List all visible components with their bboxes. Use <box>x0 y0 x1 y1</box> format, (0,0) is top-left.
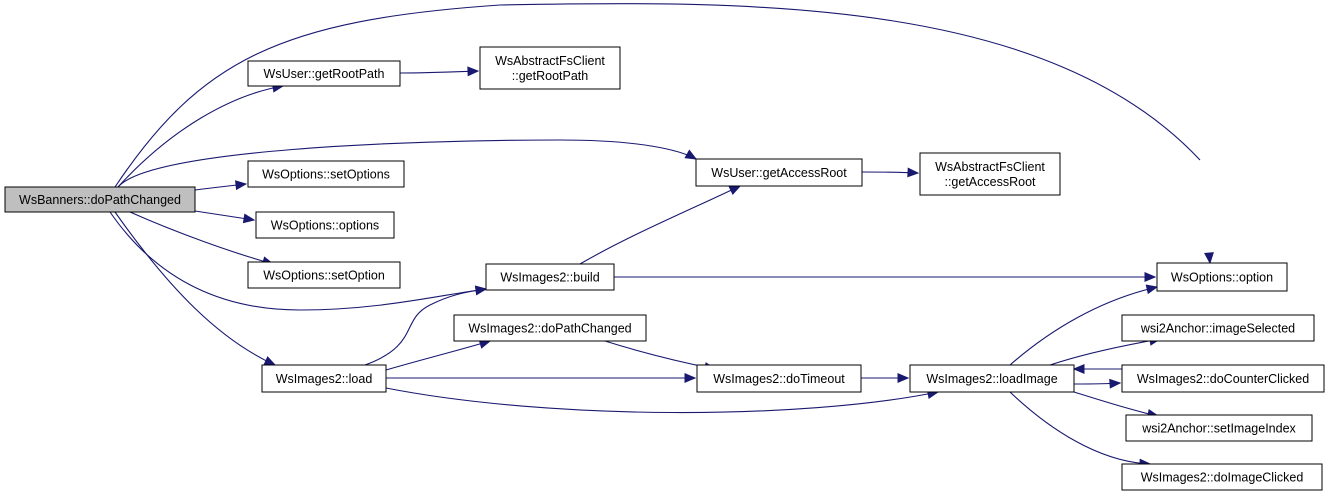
node-label: WsBanners::doPathChanged <box>19 193 181 207</box>
edge-load-image-to-set-image-index <box>1073 391 1159 417</box>
node-label: ::getRootPath <box>512 69 588 83</box>
node-afs-get-access-root[interactable]: WsAbstractFsClient::getAccessRoot <box>919 152 1061 196</box>
node-label: WsOptions::options <box>271 219 379 233</box>
edge-get-root-path-to-afs-get-root-path <box>399 70 479 74</box>
node-label: wsi2Anchor::imageSelected <box>1140 322 1295 336</box>
edge-root-to-load <box>114 211 276 366</box>
node-get-root-path[interactable]: WsUser::getRootPath <box>247 60 401 87</box>
arrowhead-root-to-get-access-root <box>684 149 698 160</box>
node-label: WsAbstractFsClient <box>495 54 605 68</box>
node-box <box>695 158 863 187</box>
arrowhead-load-to-build <box>474 285 488 296</box>
node-label: WsOptions::option <box>1171 271 1273 285</box>
node-label: WsImages2::doImageClicked <box>1141 471 1304 485</box>
arrowhead-get-access-root-to-afs-get-access-root <box>907 167 920 178</box>
node-label: WsUser::getRootPath <box>264 67 385 81</box>
edge-root-to-option <box>114 3 1201 188</box>
node-box <box>1121 463 1323 491</box>
node-label: WsAbstractFsClient <box>935 160 1045 174</box>
node-label: WsUser::getAccessRoot <box>711 166 847 180</box>
arrowhead-build-to-option <box>1144 272 1157 282</box>
edge-root-to-get-access-root <box>117 139 697 188</box>
node-box <box>247 160 405 188</box>
node-box <box>1121 314 1315 342</box>
node-box <box>247 60 401 87</box>
arrowhead-root-to-options <box>242 213 256 224</box>
node-box <box>919 152 1061 196</box>
node-label: WsImages2::doPathChanged <box>468 322 631 336</box>
edge-build-to-get-access-root <box>579 185 741 265</box>
node-box <box>4 186 196 213</box>
node-build[interactable]: WsImages2::build <box>485 263 615 291</box>
arrowhead-do-counter-clicked-to-load-image <box>1072 364 1085 374</box>
node-box <box>1121 364 1325 393</box>
node-root[interactable]: WsBanners::doPathChanged <box>4 186 196 213</box>
edges-layer <box>109 3 1214 469</box>
arrowhead-load-image-to-do-counter-clicked <box>1109 378 1122 389</box>
edge-root-to-build <box>109 211 487 311</box>
edge-load-image-to-image-selected <box>1049 338 1161 366</box>
node-box <box>479 46 621 90</box>
arrowhead-get-root-path-to-afs-get-root-path <box>467 66 480 77</box>
node-label: WsOptions::setOption <box>263 269 385 283</box>
node-get-access-root[interactable]: WsUser::getAccessRoot <box>695 158 863 187</box>
node-box <box>1125 414 1313 442</box>
node-box <box>909 364 1075 393</box>
edge-load-to-img-do-path-changed <box>385 340 491 371</box>
node-box <box>696 364 862 393</box>
node-do-image-clicked[interactable]: WsImages2::doImageClicked <box>1121 463 1323 491</box>
arrowhead-root-to-option <box>1204 252 1214 265</box>
node-do-counter-clicked[interactable]: WsImages2::doCounterClicked <box>1121 364 1325 393</box>
node-label: WsOptions::setOptions <box>262 168 390 182</box>
arrowhead-build-to-get-access-root <box>728 185 742 196</box>
arrowhead-do-timeout-to-load-image <box>897 373 910 383</box>
edge-load-to-load-image <box>385 387 939 414</box>
nodes-layer: WsBanners::doPathChanged WsUser::getRootP… <box>4 46 1325 491</box>
node-box <box>1156 262 1288 292</box>
node-option[interactable]: WsOptions::option <box>1156 262 1288 292</box>
edge-root-to-set-option <box>129 211 274 265</box>
node-do-timeout[interactable]: WsImages2::doTimeout <box>696 364 862 393</box>
node-load-image[interactable]: WsImages2::loadImage <box>909 364 1075 393</box>
arrowhead-root-to-load <box>263 356 277 366</box>
node-img-do-path-changed[interactable]: WsImages2::doPathChanged <box>453 314 647 342</box>
node-set-option[interactable]: WsOptions::setOption <box>247 261 401 289</box>
node-image-selected[interactable]: wsi2Anchor::imageSelected <box>1121 314 1315 342</box>
node-label: WsImages2::doTimeout <box>713 372 845 386</box>
arrowhead-root-to-set-options <box>235 180 248 191</box>
node-box <box>453 314 647 342</box>
node-label: WsImages2::doCounterClicked <box>1137 372 1309 386</box>
edge-root-to-get-root-path <box>117 85 284 188</box>
edge-load-to-build <box>364 288 487 366</box>
node-label: WsImages2::build <box>500 271 599 285</box>
node-box <box>255 211 395 239</box>
node-label: ::getAccessRoot <box>944 175 1036 189</box>
node-options[interactable]: WsOptions::options <box>255 211 395 239</box>
node-set-options[interactable]: WsOptions::setOptions <box>247 160 405 188</box>
node-label: WsImages2::load <box>276 372 373 386</box>
arrowhead-load-to-do-timeout <box>684 373 697 383</box>
edge-load-image-to-do-image-clicked <box>1009 391 1151 465</box>
node-label: WsImages2::loadImage <box>926 372 1057 386</box>
node-label: wsi2Anchor::setImageIndex <box>1141 422 1296 436</box>
node-afs-get-root-path[interactable]: WsAbstractFsClient::getRootPath <box>479 46 621 90</box>
node-load[interactable]: WsImages2::load <box>261 364 387 393</box>
node-box <box>247 261 401 289</box>
node-box <box>485 263 615 291</box>
edge-load-image-to-option <box>1009 286 1158 366</box>
node-set-image-index[interactable]: wsi2Anchor::setImageIndex <box>1125 414 1313 442</box>
arrowhead-load-image-to-option <box>1145 284 1159 295</box>
node-box <box>261 364 387 393</box>
